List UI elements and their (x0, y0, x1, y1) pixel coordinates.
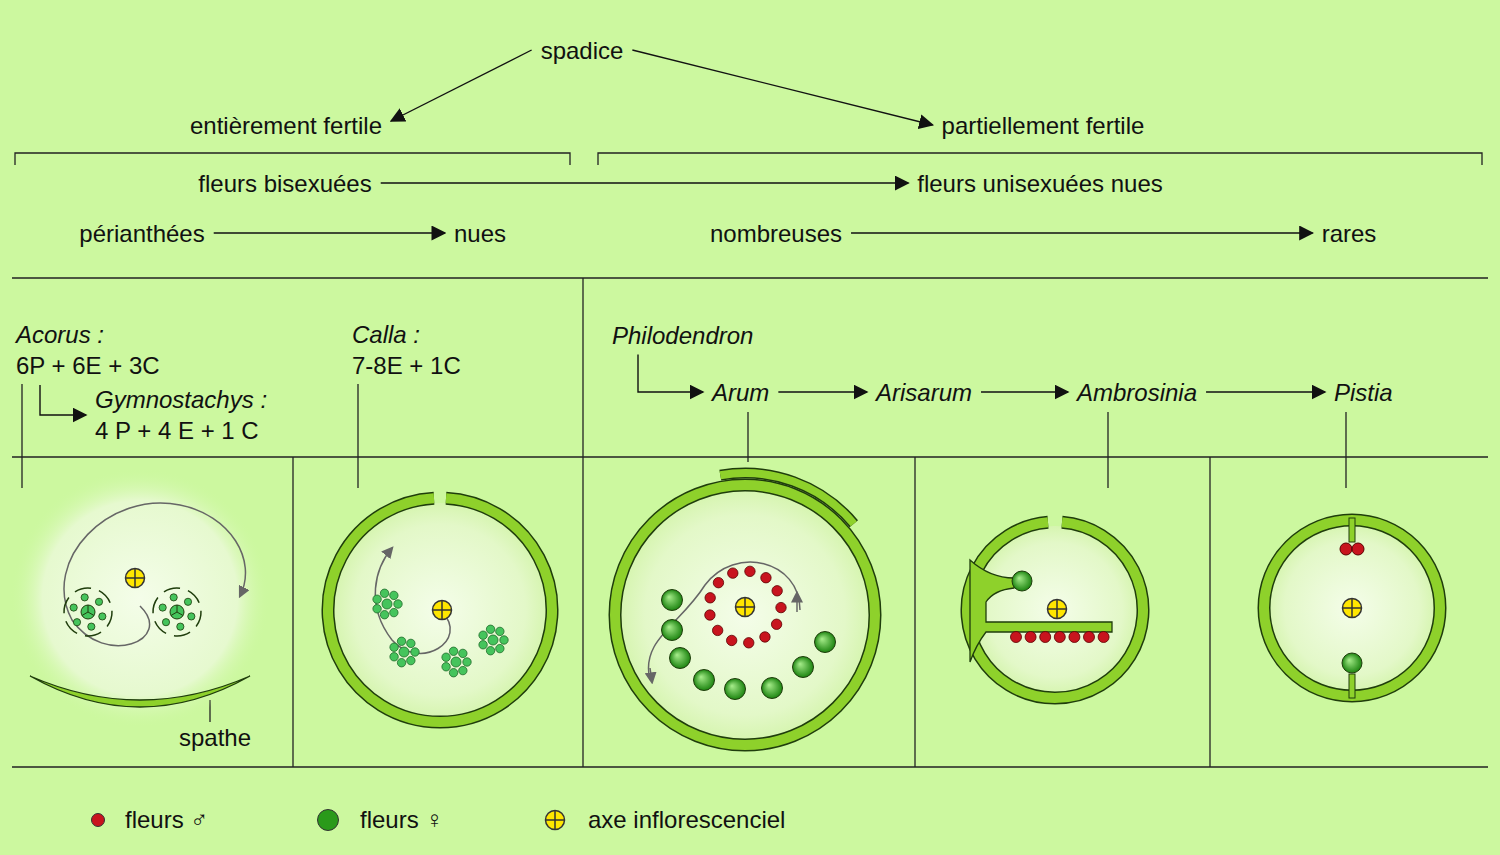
node-title: Acorus : (16, 319, 160, 350)
genus-node: Arum (710, 377, 771, 408)
legend-text: axe inflorescenciel (588, 805, 785, 835)
part-label: spathe (179, 723, 251, 753)
genus-node: Arisarum (874, 377, 974, 408)
node-title: nues (454, 218, 506, 249)
node-title: Arisarum (876, 377, 972, 408)
criterion-node: fleurs unisexuées nues (915, 168, 1164, 199)
legend-text: fleurs ♂ (125, 805, 208, 835)
node-title: nombreuses (710, 218, 842, 249)
criterion-node: périanthées (77, 218, 206, 249)
arrow-connector (778, 391, 867, 392)
criterion-node: entièrement fertile (188, 110, 384, 141)
floral-formula: 7-8E + 1C (352, 350, 461, 381)
arrow-connector (391, 50, 532, 121)
floral-formula: 6P + 6E + 3C (16, 350, 160, 381)
criterion-node: partiellement fertile (940, 110, 1147, 141)
arrow-connector (632, 50, 932, 125)
node-title: périanthées (79, 218, 204, 249)
node-title: Pistia (1334, 377, 1393, 408)
criterion-node: rares (1320, 218, 1379, 249)
criterion-node: nombreuses (708, 218, 844, 249)
genus-node: Pistia (1332, 377, 1395, 408)
legend-swatch (91, 813, 105, 827)
node-title: partiellement fertile (942, 110, 1145, 141)
node-title: spadice (541, 35, 624, 66)
arrow-connector (638, 355, 703, 393)
node-title: rares (1322, 218, 1377, 249)
node-title: Philodendron (612, 320, 753, 351)
genus-node: Calla :7-8E + 1C (350, 319, 463, 381)
node-title: Calla : (352, 319, 461, 350)
criterion-node: fleurs bisexuées (196, 168, 373, 199)
node-title: fleurs unisexuées nues (917, 168, 1162, 199)
node-title: entièrement fertile (190, 110, 382, 141)
genus-node: Ambrosinia (1075, 377, 1199, 408)
node-title: Gymnostachys : (95, 384, 267, 415)
node-title: Arum (712, 377, 769, 408)
legend-swatch (317, 809, 339, 831)
criterion-node: spadice (539, 35, 626, 66)
genus-node: Philodendron (610, 320, 755, 351)
arrow-connector (981, 391, 1068, 392)
legend-text: fleurs ♀ (360, 805, 443, 835)
genus-node: Gymnostachys :4 P + 4 E + 1 C (93, 384, 269, 446)
arrow-connector (214, 232, 445, 233)
arrow-connector (40, 385, 86, 415)
criterion-node: nues (452, 218, 508, 249)
arrow-connector (381, 182, 909, 183)
node-title: Ambrosinia (1077, 377, 1197, 408)
arrow-connector (1206, 391, 1325, 392)
genus-node: Acorus :6P + 6E + 3C (14, 319, 162, 381)
arrow-connector (851, 232, 1313, 233)
node-title: fleurs bisexuées (198, 168, 371, 199)
floral-formula: 4 P + 4 E + 1 C (95, 415, 267, 446)
